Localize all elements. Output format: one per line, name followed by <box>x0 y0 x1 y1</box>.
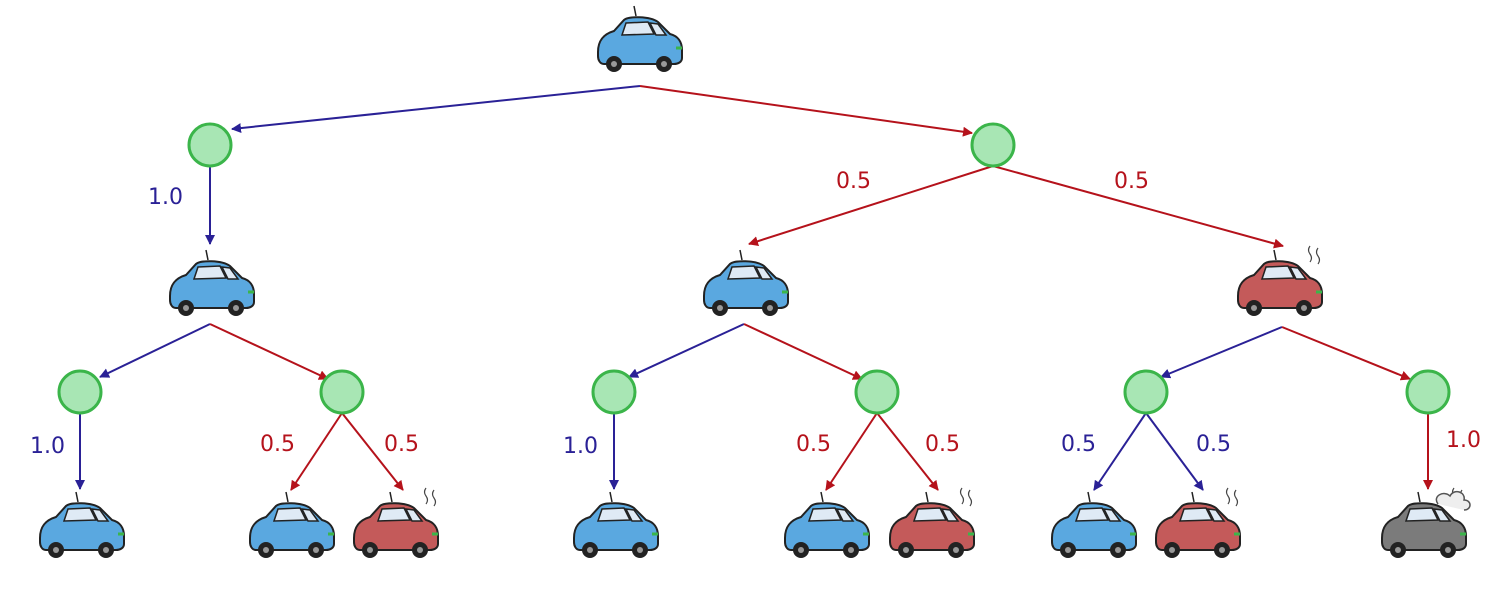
edge-c2-to-leaf3 <box>341 412 404 491</box>
prob-label: 0.5 <box>836 169 871 194</box>
edge-c5-to-leaf8 <box>1145 412 1204 491</box>
leaf-cool-car-icon <box>783 490 871 560</box>
edge-root-to-left-chance <box>231 85 641 134</box>
car-body <box>352 490 440 560</box>
car-body <box>1050 490 1138 560</box>
leaf-cool-car-icon <box>38 490 126 560</box>
edge-c4-to-leaf5 <box>825 412 878 491</box>
edge-g3-to-right-chance <box>1281 326 1411 381</box>
prob-label: 0.5 <box>1061 432 1096 457</box>
chance-node-l3-5 <box>1123 369 1169 415</box>
prob-label: 0.5 <box>796 432 831 457</box>
heat-squiggle-icon <box>1225 487 1239 507</box>
car-body <box>1236 248 1324 318</box>
chance-node-l3-3 <box>591 369 637 415</box>
chance-node-right <box>970 122 1016 168</box>
prob-label: 0.5 <box>1196 432 1231 457</box>
car-body <box>888 490 976 560</box>
car-body <box>702 248 790 318</box>
car-body <box>1154 490 1242 560</box>
leaf-warm-car-icon <box>888 487 976 560</box>
car-body <box>248 490 336 560</box>
chance-node-l3-2 <box>319 369 365 415</box>
prob-label: 1.0 <box>1446 428 1481 453</box>
probability-labels: 1.0 0.5 0.5 1.0 0.5 0.5 1.0 0.5 0.5 0.5 … <box>30 169 1481 459</box>
level2-cool-car-icon <box>702 248 790 318</box>
chance-node-l3-4 <box>854 369 900 415</box>
prob-label: 1.0 <box>148 185 183 210</box>
car-body <box>38 490 126 560</box>
edge-g3-to-left-chance <box>1160 326 1283 379</box>
edge-g1-to-left-chance <box>99 323 211 378</box>
leaf-overheated-car-icon <box>1380 487 1471 560</box>
leaf-warm-car-icon <box>1154 487 1242 560</box>
car-body <box>572 490 660 560</box>
prob-label: 1.0 <box>30 434 65 459</box>
prob-label: 0.5 <box>260 432 295 457</box>
prob-label: 0.5 <box>1114 169 1149 194</box>
car-body <box>783 490 871 560</box>
prob-label: 0.5 <box>384 432 419 457</box>
level2-cool-car-icon <box>168 248 256 318</box>
edge-root-to-right-chance <box>639 85 973 137</box>
car-body <box>168 248 256 318</box>
edge-g1-to-right-chance <box>209 323 329 380</box>
heat-squiggle-icon <box>959 487 973 507</box>
edge-chance2-to-warm-car <box>992 165 1284 249</box>
leaf-cool-car-icon <box>248 490 336 560</box>
edge-chance2-to-cool-car <box>748 165 994 247</box>
heat-squiggle-icon <box>1307 245 1321 265</box>
root-cool-car-icon <box>596 4 684 74</box>
chance-node-left <box>187 122 233 168</box>
chance-node-l3-6 <box>1405 369 1451 415</box>
prob-label: 1.0 <box>563 434 598 459</box>
car-body <box>596 4 684 74</box>
leaf-cool-car-icon <box>1050 490 1138 560</box>
edge-c5-to-leaf7 <box>1093 412 1147 491</box>
level2-warm-car-icon <box>1236 245 1324 318</box>
leaf-cool-car-icon <box>572 490 660 560</box>
edge-c4-to-leaf6 <box>876 412 939 491</box>
heat-squiggle-icon <box>423 487 437 507</box>
edges <box>75 85 1433 491</box>
chance-nodes <box>57 122 1451 415</box>
state-nodes <box>38 4 1471 560</box>
chance-node-l3-1 <box>57 369 103 415</box>
prob-label: 0.5 <box>925 432 960 457</box>
edge-g2-to-left-chance <box>628 323 745 378</box>
edge-c2-to-leaf2 <box>290 412 343 491</box>
edge-g2-to-right-chance <box>743 323 863 380</box>
leaf-warm-car-icon <box>352 487 440 560</box>
smoke-icon <box>1435 490 1471 511</box>
